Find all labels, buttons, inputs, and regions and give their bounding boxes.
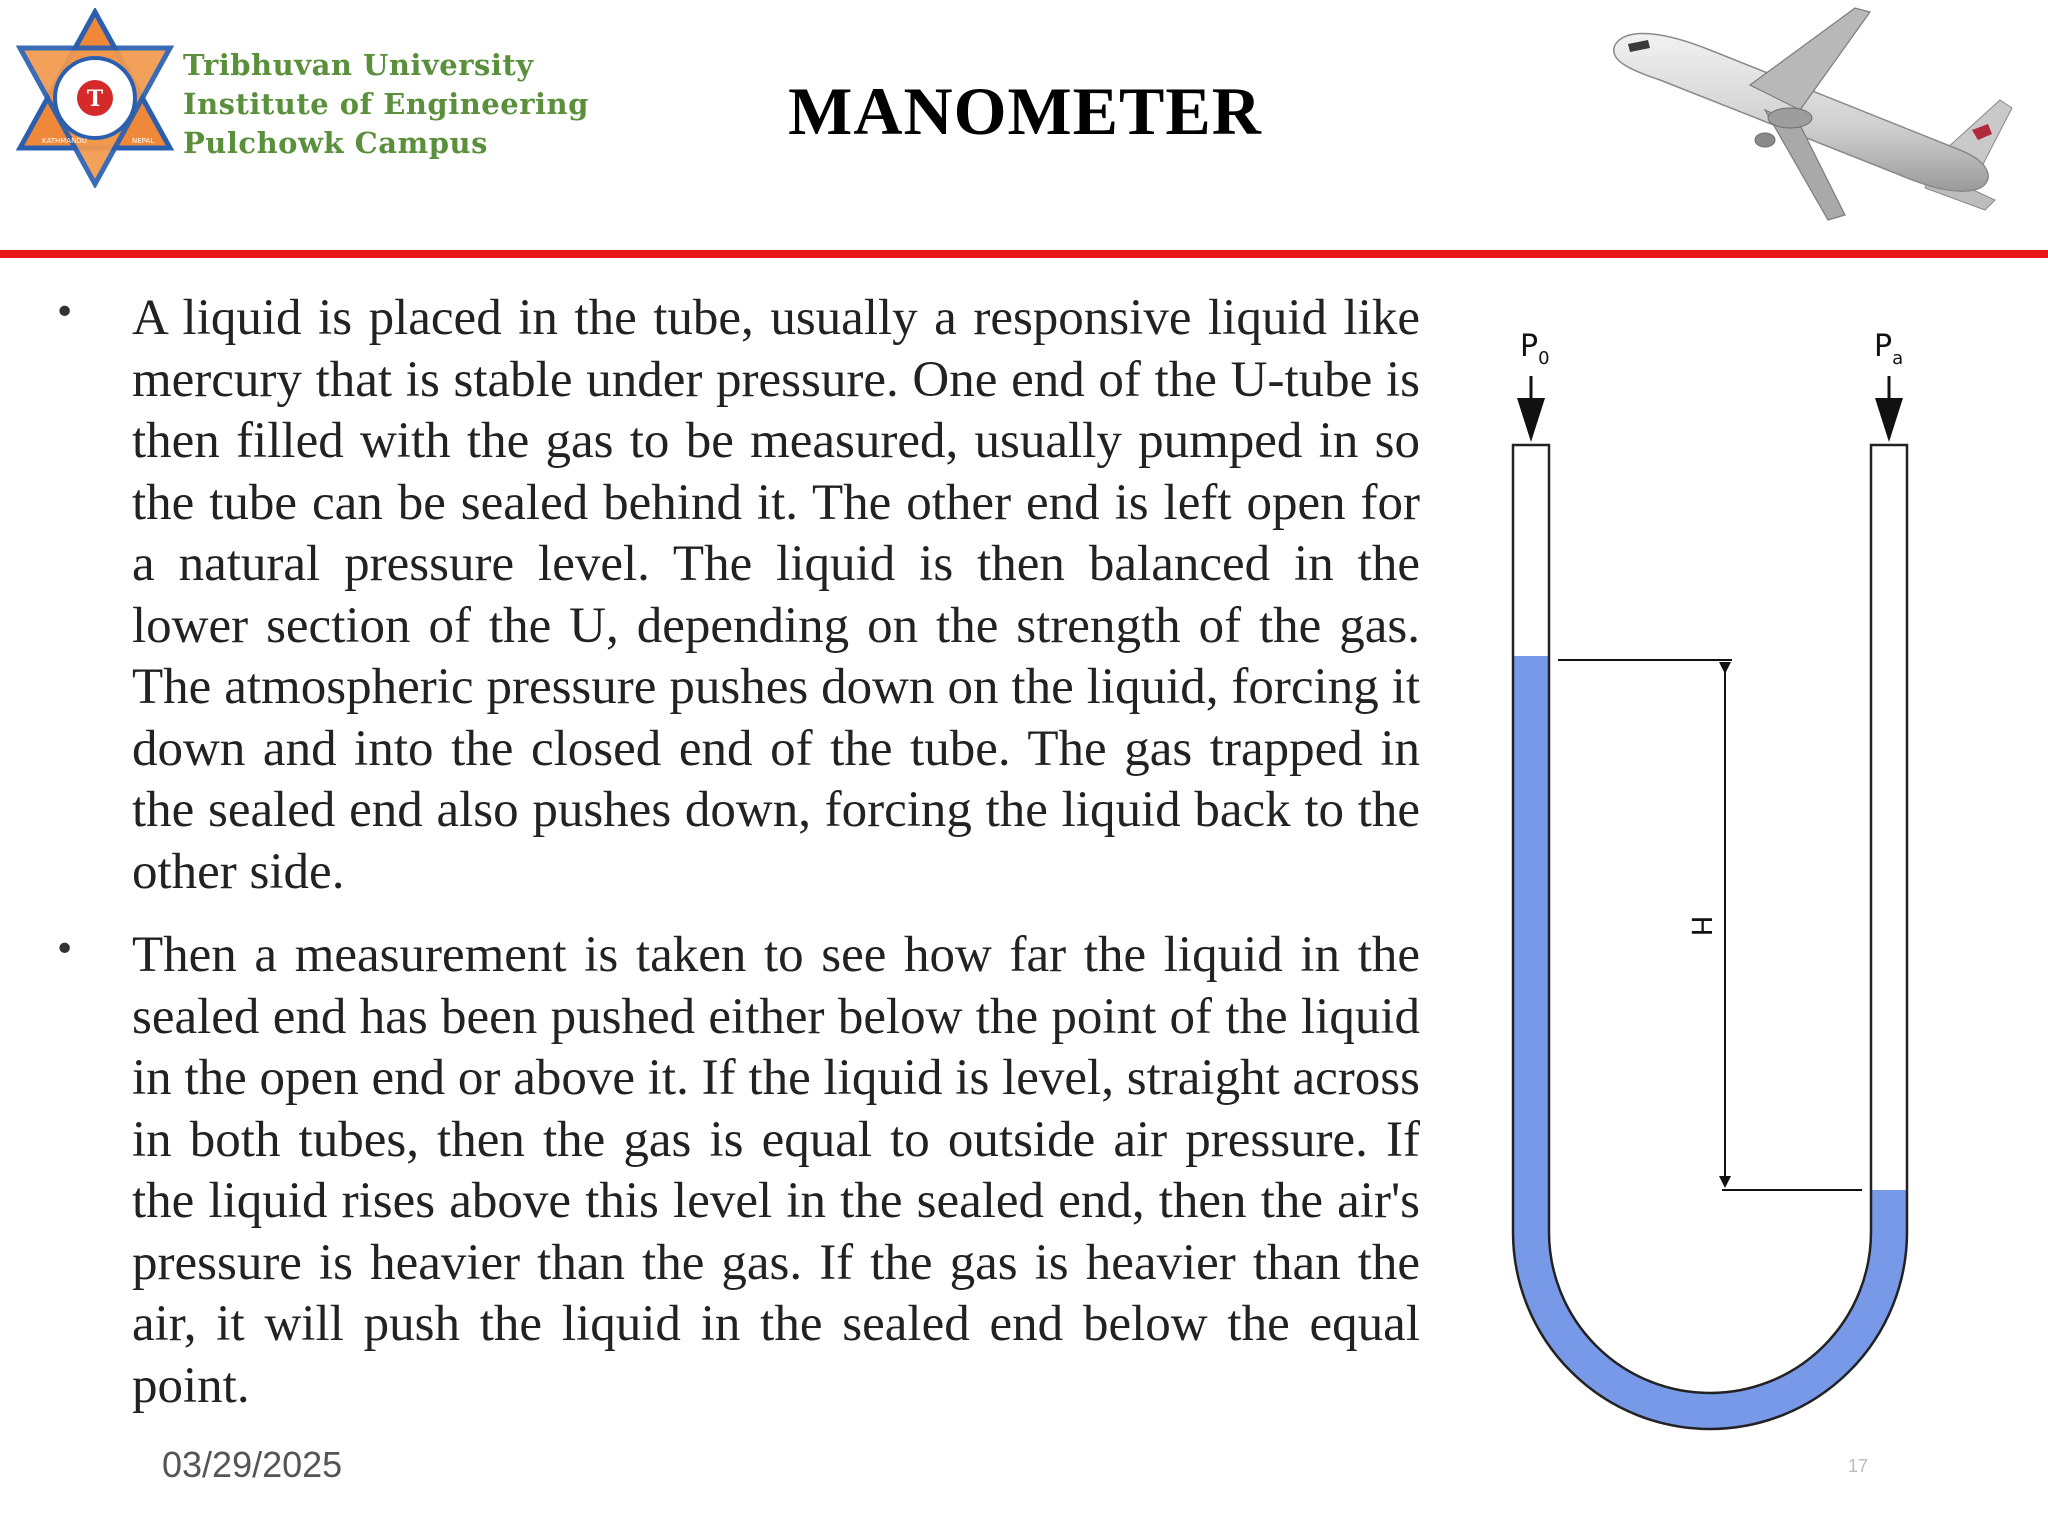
institution-logo: T KATHMANDU NEPAL Tribhuvan University I… — [10, 8, 610, 198]
slide-title: MANOMETER — [788, 73, 1262, 149]
bullet-item: • Then a measurement is taken to see how… — [40, 925, 1420, 1417]
right-pressure-label: Pa — [1874, 329, 1903, 369]
bullet-marker-icon: • — [54, 929, 76, 970]
bullet-text: Then a measurement is taken to see how f… — [132, 927, 1420, 1414]
height-label: H — [1685, 915, 1718, 936]
u-tube-manometer-diagram: P0 Pa H — [1511, 329, 1909, 1431]
institute-name: Institute of Engineering — [183, 87, 589, 121]
left-pressure-label: P0 — [1520, 329, 1550, 369]
institution-name: Tribhuvan University Institute of Engine… — [183, 46, 589, 163]
bullet-marker-icon: • — [54, 292, 76, 333]
bullet-text: A liquid is placed in the tube, usually … — [132, 290, 1420, 900]
airplane-image — [1612, 7, 2013, 221]
left-arrow-head-icon — [1517, 398, 1545, 442]
bullet-list: • A liquid is placed in the tube, usuall… — [40, 288, 1420, 1439]
page-number: 17 — [1848, 1456, 1869, 1476]
header-divider — [0, 250, 2048, 258]
svg-text:T: T — [87, 86, 104, 112]
bullet-item: • A liquid is placed in the tube, usuall… — [40, 288, 1420, 903]
university-name: Tribhuvan University — [183, 48, 534, 82]
right-arrow-head-icon — [1875, 398, 1903, 442]
slide-header: T KATHMANDU NEPAL Tribhuvan University I… — [0, 0, 2048, 250]
u-tube-outline — [1511, 443, 1909, 1431]
emblem-lettering-left: KATHMANDU — [42, 137, 87, 145]
campus-name: Pulchowk Campus — [183, 126, 488, 160]
emblem-lettering-right: NEPAL — [132, 137, 154, 145]
university-emblem-icon: T KATHMANDU NEPAL — [15, 8, 175, 188]
footer-date: 03/29/2025 — [162, 1444, 343, 1485]
